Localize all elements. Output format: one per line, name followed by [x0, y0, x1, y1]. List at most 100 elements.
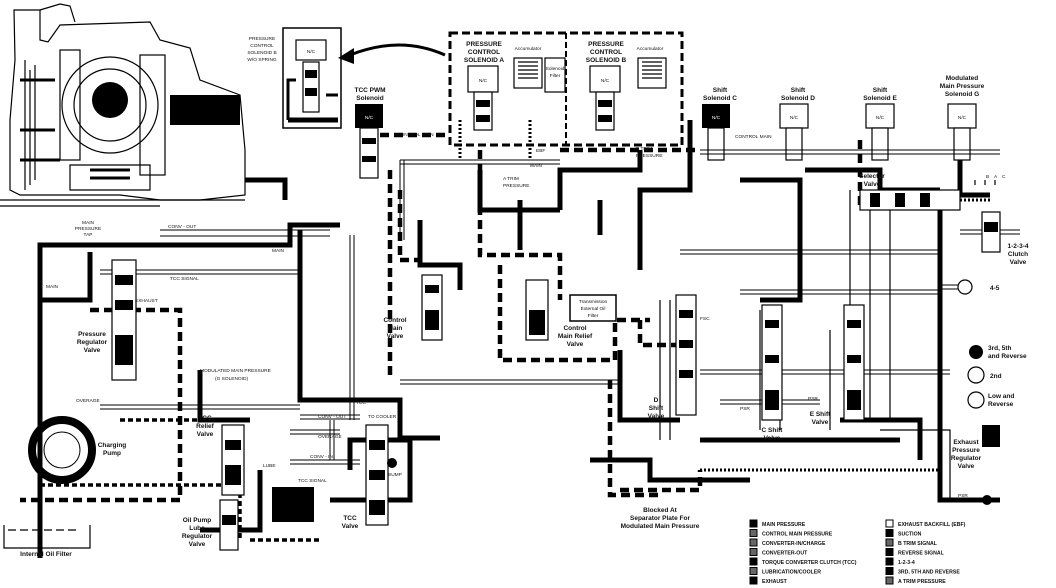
svg-text:SUMP: SUMP — [388, 472, 402, 478]
psr-symbol — [982, 495, 992, 505]
svg-text:Filter: Filter — [550, 73, 561, 79]
svg-text:Solenoid C: Solenoid C — [703, 95, 737, 102]
svg-text:C Shift: C Shift — [762, 427, 784, 434]
svg-text:Valve: Valve — [1010, 259, 1027, 266]
transmission-cutaway — [0, 3, 246, 207]
svg-text:Blocked At: Blocked At — [643, 507, 678, 514]
svg-text:CONV - IN: CONV - IN — [310, 454, 333, 460]
svg-text:B: B — [986, 174, 989, 180]
svg-text:TCC PWM: TCC PWM — [354, 87, 385, 94]
svg-text:Shift: Shift — [791, 87, 806, 94]
svg-text:Filter: Filter — [588, 313, 599, 319]
svg-text:Accumulator: Accumulator — [515, 46, 542, 52]
svg-text:Main Pressure: Main Pressure — [940, 83, 985, 90]
shift-solenoid-d: Shift Solenoid D N/C — [779, 87, 815, 161]
legend-label: CONVERTER-IN/CHARGE — [762, 541, 826, 547]
legend-swatch — [885, 538, 894, 547]
legend-label: CONTROL MAIN PRESSURE — [762, 532, 833, 538]
svg-text:TCC SIGNAL: TCC SIGNAL — [298, 478, 327, 484]
callout-text-2: CONTROL — [250, 43, 274, 49]
svg-text:N/C: N/C — [479, 78, 488, 84]
svg-text:Transmission: Transmission — [579, 299, 608, 305]
svg-text:OVERAGE: OVERAGE — [318, 434, 342, 440]
svg-text:TCC: TCC — [198, 415, 212, 422]
line-labels: CONTROL MAIN CONTROL MAIN EBF MAIN A TRI… — [46, 132, 1006, 499]
svg-text:Shift: Shift — [713, 87, 728, 94]
legend-label: EXHAUST — [762, 579, 788, 585]
svg-text:Accumulator: Accumulator — [637, 46, 664, 52]
legend-swatch — [885, 576, 894, 585]
svg-text:MAIN: MAIN — [272, 248, 285, 254]
svg-text:N/C: N/C — [958, 115, 967, 121]
tcc-pwm-solenoid: TCC PWM Solenoid N/C — [354, 87, 386, 179]
svg-text:Regulator: Regulator — [951, 455, 982, 462]
svg-text:A TRIM: A TRIM — [503, 176, 519, 182]
svg-text:Modulated: Modulated — [946, 75, 979, 82]
svg-text:Solenoid G: Solenoid G — [945, 91, 979, 98]
svg-text:Internal Oil Filter: Internal Oil Filter — [20, 551, 72, 558]
pressure-control-solenoid-b: PRESSURE CONTROL SOLENOID B N/C Accumula… — [586, 41, 667, 131]
svg-text:PRESSURE: PRESSURE — [75, 226, 101, 232]
svg-text:C: C — [1002, 174, 1006, 180]
svg-text:OVERAGE: OVERAGE — [76, 398, 100, 404]
svg-text:TCC SIGNAL: TCC SIGNAL — [170, 276, 199, 282]
svg-text:Solenoid: Solenoid — [546, 66, 565, 72]
legend-label: 3RD, 5TH AND REVERSE — [898, 570, 960, 576]
clutch-2nd-symbol — [967, 366, 985, 384]
svg-text:PRESSURE: PRESSURE — [588, 41, 624, 48]
shift-solenoid-e: Shift Solenoid E N/C — [863, 87, 897, 161]
svg-text:Main: Main — [388, 325, 403, 332]
callout-arrow-icon — [338, 48, 354, 64]
svg-text:Modulated Main Pressure: Modulated Main Pressure — [621, 523, 700, 530]
svg-text:PRESSURE: PRESSURE — [636, 153, 662, 159]
svg-text:N/C: N/C — [601, 78, 610, 84]
svg-text:CONTROL MAIN: CONTROL MAIN — [397, 132, 434, 138]
svg-text:TO COOLER: TO COOLER — [368, 414, 397, 420]
svg-text:Selector: Selector — [859, 173, 885, 180]
callout-inset: PRESSURE CONTROL SOLENOID B W/O SPRING N… — [247, 27, 446, 129]
svg-text:EXHAUST: EXHAUST — [135, 298, 158, 304]
svg-text:Solenoid: Solenoid — [356, 95, 383, 102]
sump-symbol — [387, 458, 397, 468]
svg-text:Solenoid D: Solenoid D — [781, 95, 815, 102]
legend-label: REVERSE SIGNAL — [898, 551, 945, 557]
shift-solenoid-c: Shift Solenoid C N/C — [702, 87, 737, 161]
svg-text:Pump: Pump — [103, 450, 121, 457]
svg-text:Separator Plate For: Separator Plate For — [630, 515, 690, 522]
legend-swatch — [749, 529, 758, 537]
svg-text:Valve: Valve — [567, 341, 584, 348]
svg-text:Regulator: Regulator — [182, 533, 213, 540]
svg-text:External Oil: External Oil — [581, 306, 606, 312]
svg-text:FSC: FSC — [700, 316, 710, 322]
clutch-35r-symbol — [969, 345, 983, 359]
svg-text:D: D — [654, 397, 659, 404]
callout-text-3: SOLENOID B — [247, 50, 276, 56]
svg-text:Valve: Valve — [812, 419, 829, 426]
svg-text:N/C: N/C — [876, 115, 885, 121]
svg-text:(G SOLENOID): (G SOLENOID) — [215, 376, 248, 382]
legend-swatch — [749, 567, 758, 575]
svg-text:Valve: Valve — [189, 541, 206, 548]
svg-text:Valve: Valve — [342, 523, 359, 530]
svg-text:CONTROL: CONTROL — [468, 49, 500, 56]
legend-swatch — [749, 576, 758, 585]
svg-text:N/C: N/C — [365, 115, 374, 121]
svg-text:E Shift: E Shift — [810, 411, 831, 418]
legend-swatch — [885, 557, 894, 566]
legend-swatch — [749, 548, 758, 556]
svg-text:Valve: Valve — [864, 181, 881, 188]
svg-text:B TRIM: B TRIM — [636, 146, 652, 152]
legend-label: EXHAUST BACKFILL (EBF) — [898, 522, 966, 528]
svg-text:SOLENOID B: SOLENOID B — [586, 57, 627, 64]
svg-text:Valve: Valve — [764, 435, 781, 442]
legend-label: B TRIM SIGNAL — [898, 541, 938, 547]
svg-text:SOLENOID A: SOLENOID A — [464, 57, 505, 64]
legend-label: SUCTION — [898, 532, 922, 538]
svg-text:Solenoid E: Solenoid E — [863, 95, 897, 102]
pressure-control-solenoid-a: PRESSURE CONTROL SOLENOID A N/C Accumula… — [464, 41, 566, 131]
legend-label: CONVERTER-OUT — [762, 551, 808, 557]
svg-text:MODULATED MAIN PRESSURE: MODULATED MAIN PRESSURE — [200, 368, 271, 374]
valve-bodies — [3, 189, 1001, 551]
legend-swatch — [885, 567, 894, 575]
